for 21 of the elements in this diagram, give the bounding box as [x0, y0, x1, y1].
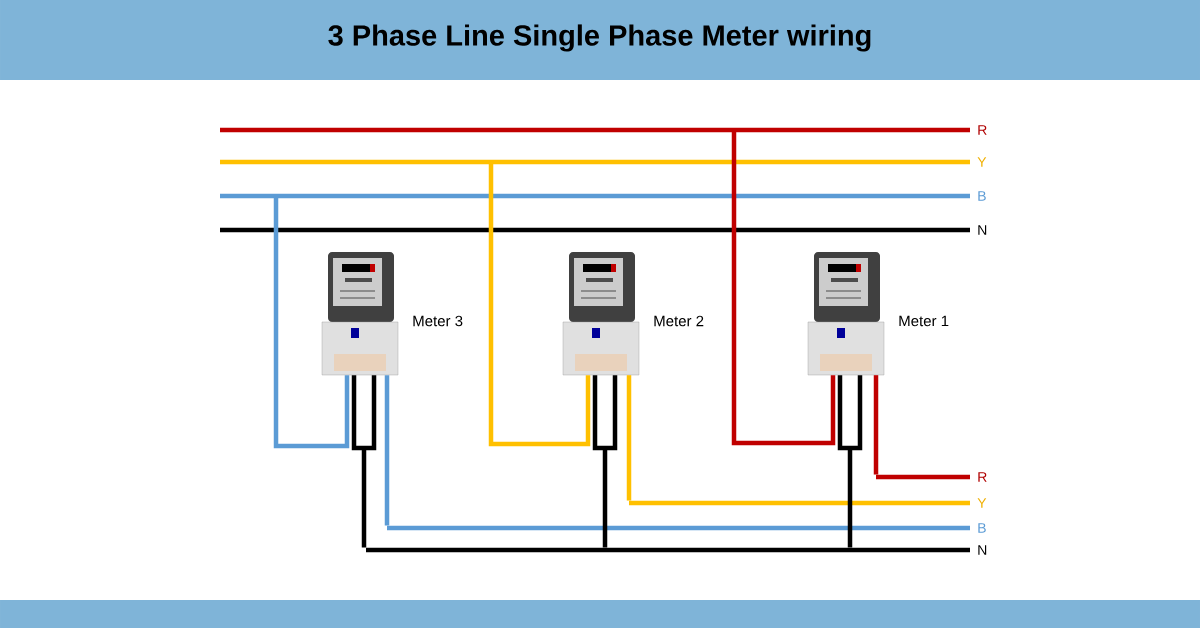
- wire: [837, 372, 863, 550]
- wire: [488, 162, 591, 447]
- wire: [626, 375, 632, 501]
- meter-label: Meter 3: [413, 315, 463, 327]
- wire: [351, 372, 377, 550]
- phase-label: B: [978, 191, 986, 201]
- phase-label: R: [978, 125, 987, 135]
- header-band: 3 Phase Line Single Phase Meter wiring: [0, 0, 1200, 80]
- phase-label: Y: [977, 498, 987, 508]
- meter-label: Meter 1: [899, 315, 949, 327]
- phase-label: B: [978, 523, 986, 533]
- wire: [384, 375, 390, 526]
- meter-label: Meter 2: [654, 315, 704, 327]
- wire: [731, 130, 836, 446]
- phase-label: Y: [977, 157, 987, 167]
- phase-label: N: [978, 545, 987, 555]
- wire: [273, 196, 350, 449]
- wire: [873, 375, 879, 475]
- phase-label: R: [978, 472, 987, 482]
- wire: [592, 372, 618, 550]
- phase-label: N: [978, 225, 987, 235]
